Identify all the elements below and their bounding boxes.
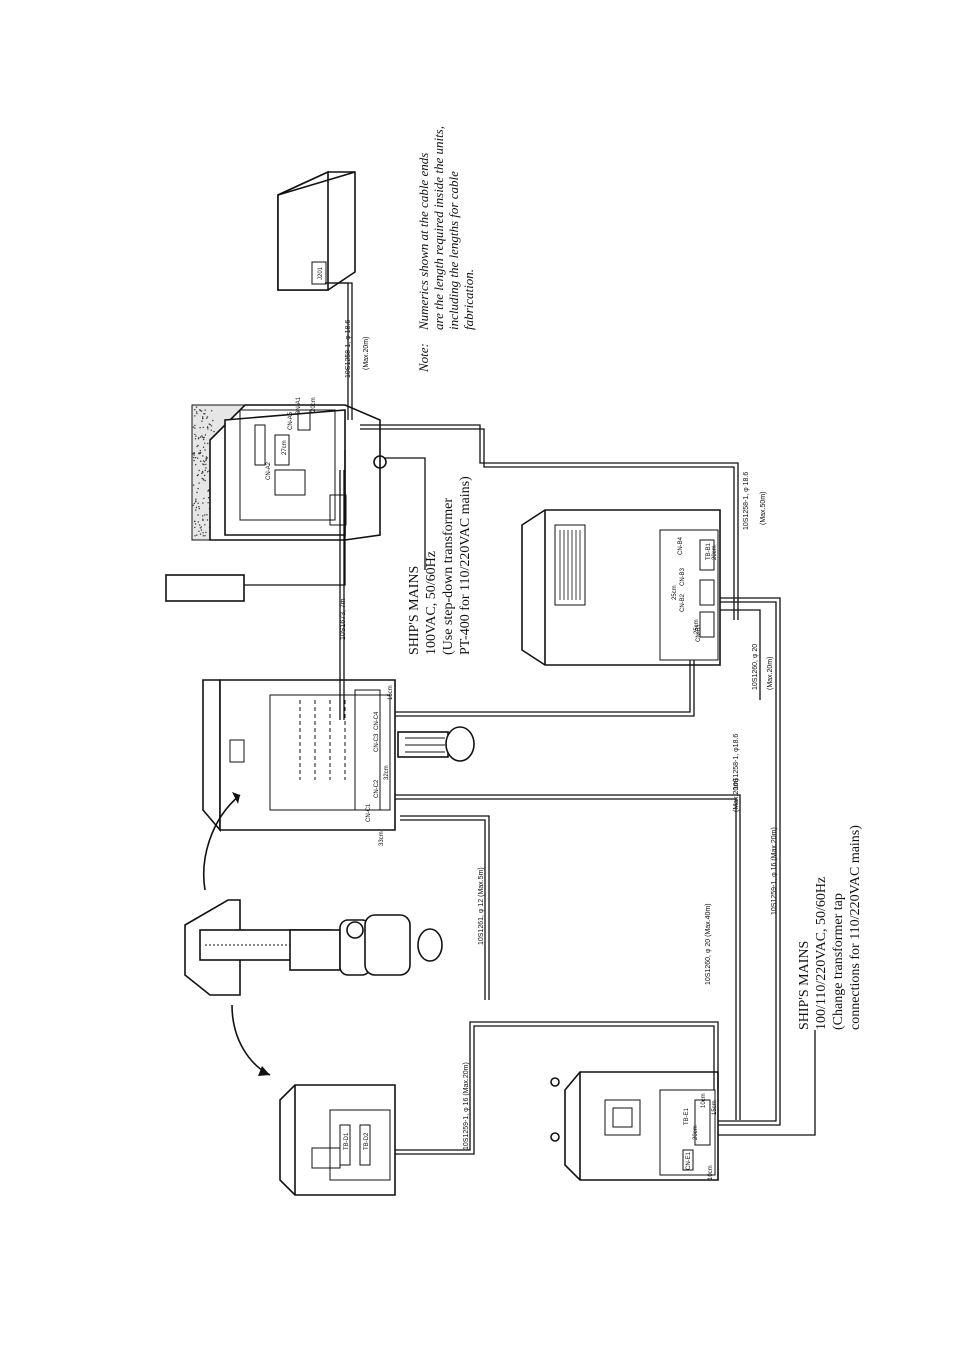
sw-len-d-label: 10cm	[701, 1093, 707, 1108]
hoist-control-box: TB-D1 TB-D2	[279, 1084, 396, 1196]
cable-ps-label: 10S1258-1, φ 18.6	[743, 472, 750, 530]
display-unit: CN-A5 CN-A1 20cm CN-A2 27cm	[191, 396, 387, 541]
ps-len-c-label: 25cm	[694, 619, 700, 634]
cn-a1-label: CN-A1	[296, 396, 302, 415]
cn-c3-label: CN-C3	[374, 733, 380, 752]
mains-lower-line-1: SHIP'S MAINS	[797, 941, 812, 1030]
ships-mains-upper: SHIP'S MAINS 100VAC, 50/60Hz (Use step-d…	[407, 476, 473, 655]
mains-upper-line-4: PT-400 for 110/220VAC mains)	[458, 476, 473, 655]
tb-d1-label: TB-D1	[344, 1132, 350, 1150]
cable-trx-a-label: 10S1258-1, φ18.6	[733, 734, 740, 790]
mains-lower-line-3: (Change transformer tap	[831, 893, 846, 1030]
tb-b1-label: TB-B1	[706, 542, 712, 560]
trx-len-a-label: 33cm	[379, 831, 385, 846]
mains-upper-line-1: SHIP'S MAINS	[407, 566, 422, 655]
remote-controller	[165, 574, 245, 602]
cn-a5-label: CN-A5	[288, 411, 294, 430]
cn-b2-label: CN-B2	[680, 593, 686, 612]
cn-c4-label: CN-C4	[374, 711, 380, 730]
note-line-1: Numerics shown at the cable ends	[416, 153, 431, 331]
cable-ps-max: (Max.50m)	[760, 492, 767, 525]
trx-len-b-label: 32cm	[384, 765, 390, 780]
mains-upper-line-3: (Use step-down transformer	[441, 498, 456, 655]
tb-e1-label: TB-E1	[684, 1107, 690, 1125]
sw-len-c-label: 15cm	[712, 1100, 718, 1115]
cable-hoist-a-label: 10S1260, φ 20 (Max.40m)	[705, 903, 712, 985]
j201-label: J201	[318, 266, 324, 280]
note-line-3: including the lengths for cable	[446, 171, 461, 330]
switch-box: CN-E1 TB-E1 10cm 20cm 15cm 10cm	[550, 1071, 719, 1181]
tb-d2-label: TB-D2	[364, 1132, 370, 1150]
ships-mains-lower: SHIP'S MAINS 100/110/220VAC, 50/60Hz (Ch…	[797, 825, 863, 1030]
cn-b1-label: CN-B1	[696, 623, 702, 642]
cable-hoist-b-label: 10S1259-1, φ 16 (Max.20m)	[463, 1062, 470, 1150]
trx-len-c-label: 15cm	[388, 685, 394, 700]
cn-e1-label: CN-E1	[686, 1151, 692, 1170]
cable-trx-b-label: 10S1259-1, φ 16 (Max.20m)	[771, 827, 778, 915]
ps-len-a-label: 25cm	[672, 585, 678, 600]
cables	[244, 282, 816, 1155]
printer-unit: J201	[277, 170, 356, 291]
cn-a2-label: CN-A2	[266, 461, 272, 480]
note-line-2: are the length required inside the units…	[431, 126, 446, 330]
power-supply-unit: CN-B4 CN-B3 CN-B2 CN-B1 TB-B1 25cm 20cm …	[521, 509, 721, 666]
mains-lower-line-4: connections for 110/220VAC mains)	[848, 825, 863, 1030]
note-label: Note:	[416, 343, 431, 373]
hoist-mechanism	[184, 792, 443, 1076]
cable-tb-b1-label: 10S1260, φ 20	[752, 644, 759, 690]
cn-b3-label: CN-B3	[680, 567, 686, 586]
transceiver-unit: CN-C1 CN-C2 CN-C3 CN-C4 33cm 32cm 15cm	[202, 679, 396, 846]
note: Note: Numerics shown at the cable ends a…	[416, 126, 476, 373]
mains-lower-line-2: 100/110/220VAC, 50/60Hz	[814, 877, 829, 1030]
cable-tb-b1-max: (Max.20m)	[767, 657, 774, 690]
sw-len-a-label: 10cm	[708, 1165, 714, 1180]
cable-printer-max: (Max.20m)	[363, 337, 370, 370]
ps-len-b-label: 20cm	[712, 545, 718, 560]
sw-len-b-label: 20cm	[693, 1125, 699, 1140]
cable-motor-label: 10S1261, φ 12 (Max.5m)	[478, 867, 485, 945]
cn-c2-label: CN-C2	[374, 779, 380, 798]
note-line-4: fabrication.	[461, 269, 476, 330]
display-len-b-label: 27cm	[282, 440, 288, 455]
cable-remote-label: 10S1673, 7m	[340, 598, 347, 640]
cable-trx-a-max: (Max.20m)	[733, 779, 740, 812]
cn-b4-label: CN-B4	[678, 536, 684, 555]
display-len-a-label: 20cm	[311, 397, 317, 412]
cable-labels: 10S1258-1, φ 18.6 (Max.20m) 10S1673, 7m …	[340, 320, 778, 1150]
transducer	[397, 726, 475, 762]
cn-c1-label: CN-C1	[366, 803, 372, 822]
cable-printer-label: 10S1258-1, φ 18.6	[345, 320, 352, 378]
mains-upper-line-2: 100VAC, 50/60Hz	[424, 551, 439, 655]
